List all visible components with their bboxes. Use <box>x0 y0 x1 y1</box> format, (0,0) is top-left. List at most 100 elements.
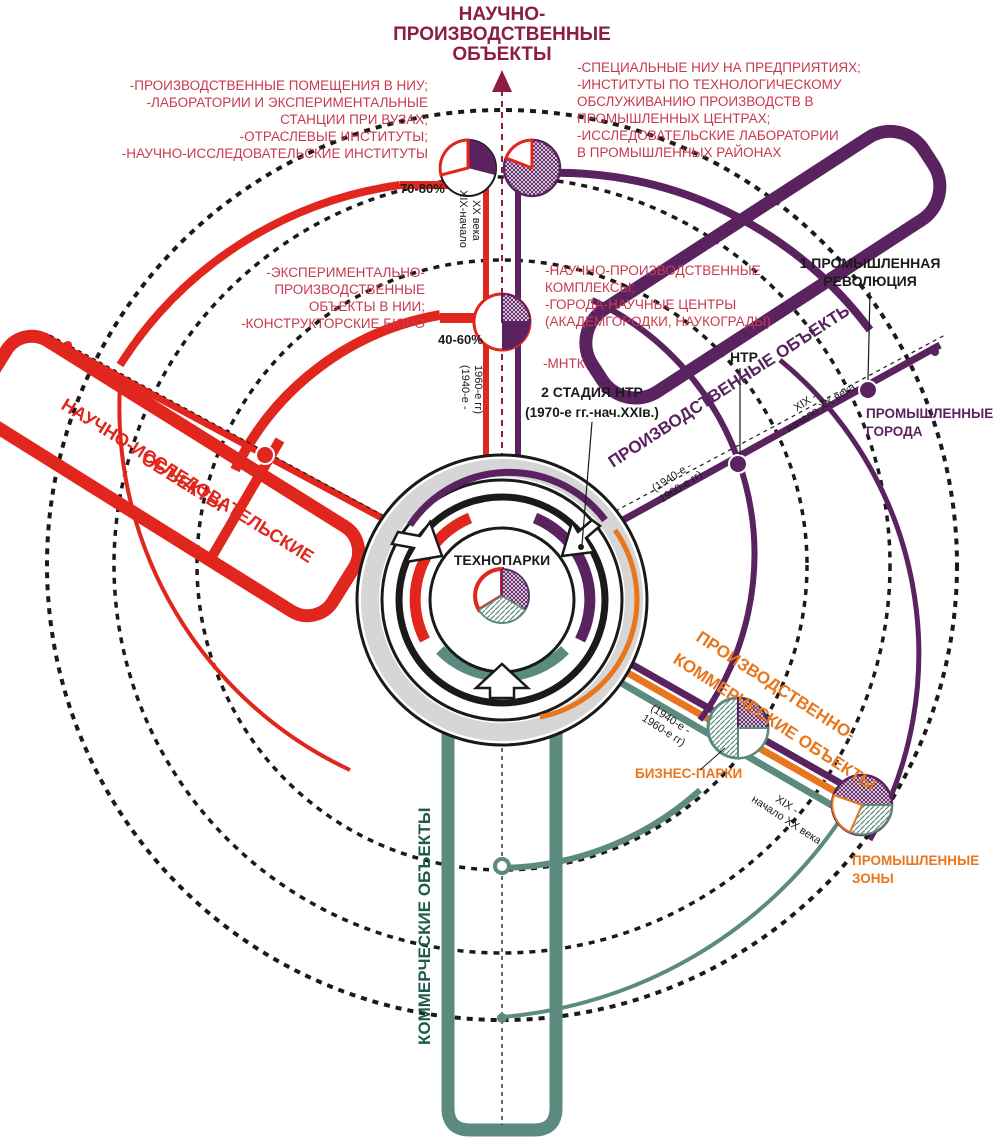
commercial-node-1 <box>493 857 511 875</box>
research-inner-line <box>58 341 397 529</box>
business-parks-label: БИЗНЕС-ПАРКИ <box>635 766 742 781</box>
pct-70-label: 70-80% <box>400 181 445 196</box>
top-right-list: -СПЕЦИАЛЬНЫЕ НИУ НА ПРЕДПРИЯТИЯХ; -ИНСТИ… <box>577 60 861 160</box>
ind-cities-2: ГОРОДА <box>866 424 923 439</box>
commercial-arm <box>441 700 842 1137</box>
research-arc-1 <box>116 181 401 368</box>
ind-zones-2: ЗОНЫ <box>852 871 894 886</box>
industrial-arc-3 <box>778 358 922 842</box>
hub <box>355 453 649 747</box>
industrial-ntr-node <box>728 454 748 474</box>
tl-item-1: -ПРОИЗВОДСТВЕННЫЕ ПОМЕЩЕНИЯ В НИУ; <box>130 78 428 93</box>
industrial-dot <box>931 348 939 356</box>
revolution-line-1: 1 ПРОМЫШЛЕННАЯ <box>800 255 941 271</box>
tl-item-2: -ЛАБОРАТОРИИ И ЭКСПЕРИМЕНТАЛЬНЫЕ <box>147 95 428 110</box>
industrial-arc-1 <box>514 168 874 333</box>
business-parks-leader <box>699 747 726 771</box>
hub-red-arc <box>409 512 473 643</box>
mntk-label: -МНТК <box>543 356 585 371</box>
hub-gray-band <box>361 459 643 741</box>
ml-item-4: -КОНСТРУКТОРСКИЕ БЮРО <box>241 316 425 331</box>
mr-item-2: КОМПЛЕКСЫ; <box>545 280 635 295</box>
tr-item-4: ПРОМЫШЛЕННЫХ ЦЕНТРАХ; <box>577 111 770 126</box>
vertical-arrowhead <box>492 70 512 92</box>
research-node <box>255 445 275 465</box>
hub-orange-arc <box>539 528 640 720</box>
industrial-center-dash <box>579 334 946 531</box>
tr-item-1: -СПЕЦИАЛЬНЫЕ НИУ НА ПРЕДПРИЯТИЯХ; <box>577 60 861 75</box>
hub-purple-arc <box>407 468 608 527</box>
revolution-label: 1 ПРОМЫШЛЕННАЯ РЕВОЛЮЦИЯ <box>800 255 941 289</box>
tl-item-5: -НАУЧНО-ИССЛЕДОВАТЕЛЬСКИЕ ИНСТИТУТЫ <box>122 146 428 161</box>
research-arm-2: ОБЪЕКТЫ <box>138 448 228 515</box>
stage2-leader <box>581 421 593 546</box>
commercial-bar <box>441 700 563 1137</box>
ind-era-inner: (1940-е - 1960-е гг) <box>650 460 705 505</box>
industrial-arc-2 <box>590 297 758 722</box>
pc-era-outer: XIX - начало XX века <box>749 793 824 847</box>
center-label: ТЕХНОПАРКИ <box>454 552 550 568</box>
vert-era-top-2: XX века <box>470 200 482 242</box>
pie-marker-business-parks <box>706 696 770 760</box>
vert-era-mid-1: (1940-е - <box>459 365 471 410</box>
industrial-city-node <box>858 380 878 400</box>
mr-item-4: (АКАДЕМГОРОДКИ, НАУКОГРАДЫ) <box>545 314 771 329</box>
ml-item-1: -ЭКСПЕРИМЕНТАЛЬНО- <box>266 265 425 280</box>
dashed-rings <box>45 108 959 1022</box>
commercial-arm-label: КОММЕРЧЕСКИЕ ОБЪЕКТЫ <box>415 807 434 1045</box>
pie-marker-industrial-zones <box>830 773 894 837</box>
commercial-node-2 <box>497 1013 507 1023</box>
ring-outer <box>45 108 959 1022</box>
ntr-label: НТР <box>730 349 758 365</box>
industrial-bar <box>579 124 947 405</box>
tl-item-4: -ОТРАСЛЕВЫЕ ИНСТИТУТЫ; <box>240 129 428 144</box>
hub-purple-inner-arc <box>532 512 596 643</box>
stage2-line-1: 2 СТАДИЯ НТР <box>541 384 643 400</box>
ind-cities-label: ПРОМЫШЛЕННЫЕ ГОРОДА <box>866 406 993 439</box>
ind-cities-1: ПРОМЫШЛЕННЫЕ <box>866 406 993 421</box>
revolution-line-2: РЕВОЛЮЦИЯ <box>823 273 917 289</box>
pct-40-label: 40-60% <box>438 332 483 347</box>
ring-inner <box>195 258 809 872</box>
research-arc-2 <box>230 310 441 473</box>
top-title: НАУЧНО- ПРОИЗВОДСТВЕННЫЕ ОБЪЕКТЫ <box>393 4 611 65</box>
mr-item-3: -ГОРОДА-НАУЧНЫЕ ЦЕНТРЫ <box>545 297 736 312</box>
ml-item-3: ОБЪЕКТЫ В НИИ; <box>309 299 425 314</box>
mr-item-1: -НАУЧНО-ПРОИЗВОДСТВЕННЫЕ <box>545 263 761 278</box>
pie-marker-40 <box>472 292 532 352</box>
hub-arrow-left <box>390 519 444 564</box>
ind-zones-label: ПРОМЫШЛЕННЫЕ ЗОНЫ <box>852 853 979 886</box>
vert-era-mid: (1940-е - 1960-е гг) <box>459 365 484 414</box>
tl-item-3: СТАНЦИИ ПРИ ВУЗАХ; <box>280 112 428 127</box>
vert-era-mid-2: 1960-е гг) <box>472 365 484 414</box>
stage2-line-2: (1970-е гг.-нач.XXIв.) <box>525 405 659 420</box>
research-dot-left <box>64 341 72 349</box>
stage2-label: 2 СТАДИЯ НТР (1970-е гг.-нач.XXIв.) <box>525 384 659 420</box>
mid-left-list: -ЭКСПЕРИМЕНТАЛЬНО- ПРОИЗВОДСТВЕННЫЕ ОБЪЕ… <box>241 265 425 331</box>
top-title-line-1: НАУЧНО- <box>459 4 546 25</box>
tr-item-5: -ИССЛЕДОВАТЕЛЬСКИЕ ЛАБОРАТОРИИ <box>577 128 839 143</box>
hub-black-ring <box>395 493 609 707</box>
stage2-dot <box>578 544 584 550</box>
pie-marker-70 <box>438 138 497 197</box>
commercial-arc-1 <box>501 787 703 871</box>
industrial-inner-line <box>603 341 942 534</box>
ind-era-outer: XIX - начало XX века <box>784 381 859 435</box>
center-pie <box>473 566 530 624</box>
vert-era-top-1: XIX-начало <box>457 190 469 248</box>
tr-item-2: -ИНСТИТУТЫ ПО ТЕХНОЛОГИЧЕСКОМУ <box>577 77 842 92</box>
top-title-line-2: ПРОИЗВОДСТВЕННЫЕ <box>393 24 611 45</box>
tr-item-3: ОБСЛУЖИВАНИЮ ПРОИЗВОДСТВ В <box>577 94 814 109</box>
ring-middle <box>112 175 892 955</box>
industrial-arm <box>514 124 947 842</box>
hub-arrow-bottom <box>472 662 532 700</box>
top-left-list: -ПРОИЗВОДСТВЕННЫЕ ПОМЕЩЕНИЯ В НИУ; -ЛАБО… <box>122 78 428 161</box>
commercial-arc-2 <box>501 818 842 1019</box>
top-title-line-3: ОБЪЕКТЫ <box>452 44 551 65</box>
ml-item-2: ПРОИЗВОДСТВЕННЫЕ <box>274 282 425 297</box>
vert-era-top: XIX-начало XX века <box>457 190 482 248</box>
research-arc-3 <box>117 384 351 772</box>
tr-item-6: В ПРОМЫШЛЕННЫХ РАЙОНАХ <box>577 145 781 160</box>
research-arm <box>0 181 441 772</box>
